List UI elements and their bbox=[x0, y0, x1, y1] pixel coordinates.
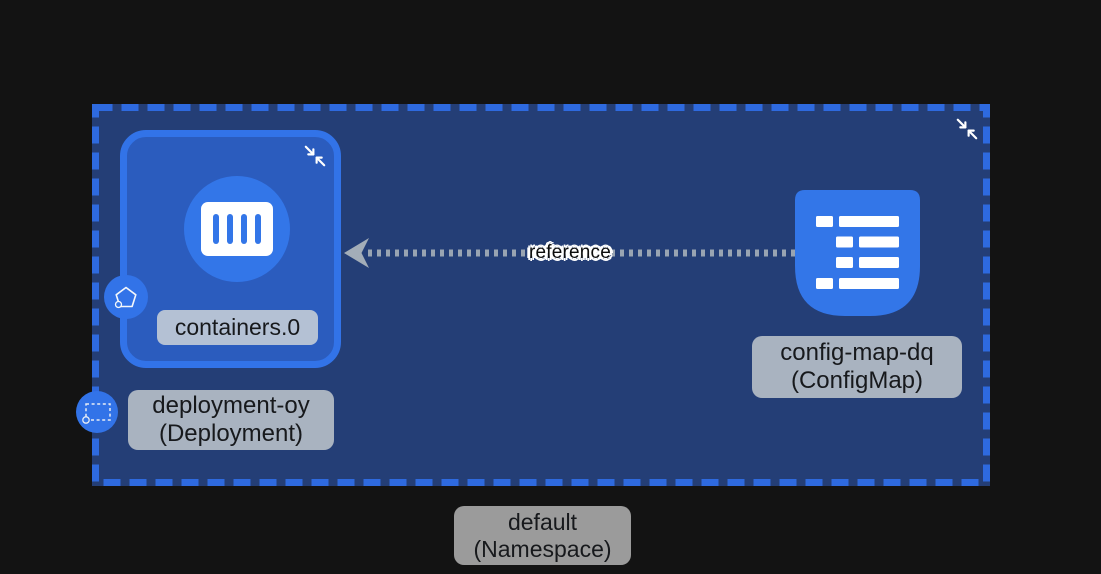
configmap-node[interactable] bbox=[795, 190, 920, 316]
container-icon-bar bbox=[213, 214, 219, 244]
configmap-label: config-map-dq (ConfigMap) bbox=[752, 336, 962, 398]
configmap-kind: (ConfigMap) bbox=[790, 367, 924, 394]
pod-pentagon-icon bbox=[114, 286, 137, 309]
pod-badge[interactable] bbox=[104, 275, 148, 319]
namespace-group-default[interactable]: containers.0 deployment-oy (Deployment) bbox=[76, 104, 990, 486]
collapse-arrows-icon[interactable] bbox=[954, 116, 980, 142]
namespace-dashed-border bbox=[92, 104, 990, 486]
deployment-badge[interactable] bbox=[76, 391, 118, 433]
deployment-dashed-rect-icon bbox=[82, 403, 111, 424]
namespace-kind: (Namespace) bbox=[473, 535, 612, 562]
container-icon bbox=[201, 202, 273, 256]
namespace-label: default (Namespace) bbox=[454, 506, 631, 565]
container-circle[interactable] bbox=[184, 176, 290, 282]
edge-label-reference[interactable]: reference bbox=[528, 242, 612, 263]
collapse-arrows-icon[interactable] bbox=[302, 143, 328, 169]
deployment-node[interactable]: containers.0 bbox=[120, 130, 341, 368]
deployment-name: deployment-oy bbox=[152, 392, 310, 419]
container-label: containers.0 bbox=[157, 310, 318, 345]
configmap-name: config-map-dq bbox=[780, 339, 934, 366]
deployment-kind: (Deployment) bbox=[158, 420, 304, 447]
deployment-label: deployment-oy (Deployment) bbox=[128, 390, 334, 450]
container-icon-bar bbox=[227, 214, 233, 244]
container-icon-bar bbox=[255, 214, 261, 244]
namespace-name: default bbox=[507, 508, 578, 535]
container-icon-bar bbox=[241, 214, 247, 244]
